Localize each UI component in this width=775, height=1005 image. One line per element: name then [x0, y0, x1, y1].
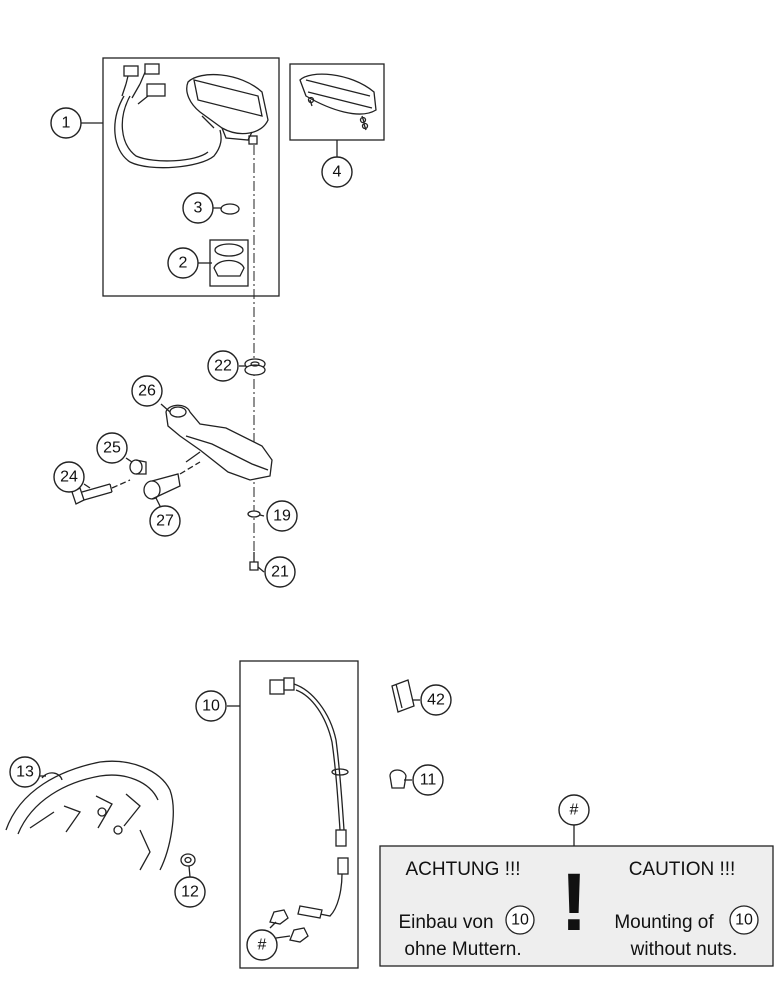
- callout-label: 19: [273, 508, 291, 525]
- callout-circle: [207, 350, 239, 382]
- part-42-drawing: [391, 679, 415, 713]
- callout-25: 25: [96, 432, 128, 464]
- callout-label: 4: [333, 164, 342, 181]
- callout-19: 19: [266, 500, 298, 532]
- warning-part-ref-en: 10: [735, 912, 753, 929]
- warning-line1-en: Mounting of: [614, 912, 714, 933]
- callout-22: 22: [207, 350, 239, 382]
- callout-label: #: [258, 937, 267, 954]
- nut-drawing: [269, 909, 309, 943]
- callout-24: 24: [53, 461, 85, 493]
- callout-circle: [9, 756, 41, 788]
- callout-circle: [321, 156, 353, 188]
- callout-circle: [149, 505, 181, 537]
- warning-title-en: CAUTION !!!: [629, 859, 736, 880]
- part-10-drawing: [269, 677, 349, 919]
- callout-label: 24: [60, 469, 78, 486]
- callout-label: 27: [156, 513, 174, 530]
- callout-27: 27: [149, 505, 181, 537]
- callout-2: 2: [167, 247, 199, 279]
- group-frame-speedometer: [102, 57, 280, 297]
- callout-11: 11: [412, 764, 444, 796]
- callout-label: 21: [271, 564, 289, 581]
- part-19-drawing: [247, 510, 261, 518]
- part-25-drawing: [129, 459, 147, 475]
- callout-label: 3: [194, 200, 203, 217]
- warning-line2-de: ohne Muttern.: [404, 939, 521, 960]
- part-2-drawing: [209, 239, 249, 287]
- callout-label: 42: [427, 692, 445, 709]
- callout-label: 2: [179, 255, 188, 272]
- part-21-drawing: [249, 552, 259, 571]
- callout-circle: [195, 690, 227, 722]
- callout-circle: [96, 432, 128, 464]
- callout-label: 13: [16, 764, 34, 781]
- callout-label: 12: [181, 884, 199, 901]
- callout-21: 21: [264, 556, 296, 588]
- callout-3: 3: [182, 192, 214, 224]
- callout-hash-bottom: #: [246, 929, 278, 961]
- callout-12: 12: [174, 876, 206, 908]
- callout-label: 25: [103, 440, 121, 457]
- part-12-drawing: [180, 853, 196, 867]
- part-22-drawing: [244, 358, 266, 376]
- part-27-drawing: [143, 461, 201, 500]
- part-4-drawing: [299, 73, 377, 131]
- callout-circle: [558, 794, 590, 826]
- callout-circle: [53, 461, 85, 493]
- callout-13: 13: [9, 756, 41, 788]
- callout-10: 10: [195, 690, 227, 722]
- callout-label: 1: [62, 115, 71, 132]
- warning-box: ACHTUNG !!! CAUTION !!! Einbau von ohne …: [379, 845, 774, 967]
- callout-circle: [412, 764, 444, 796]
- callout-label: 11: [420, 772, 437, 789]
- callout-hash-warning: #: [558, 794, 590, 826]
- callout-circle: [246, 929, 278, 961]
- callout-42: 42: [420, 684, 452, 716]
- warning-line2-en: without nuts.: [630, 939, 738, 960]
- callout-circle: [50, 107, 82, 139]
- callout-label: 10: [202, 698, 220, 715]
- callout-circle: [266, 500, 298, 532]
- callout-circle: [182, 192, 214, 224]
- exclamation-icon: !: [560, 857, 587, 948]
- part-11-drawing: [389, 769, 407, 789]
- warning-part-ref-de: 10: [511, 912, 529, 929]
- callout-circle: [131, 375, 163, 407]
- callout-label: #: [570, 802, 579, 819]
- callout-26: 26: [131, 375, 163, 407]
- callout-circle: [174, 876, 206, 908]
- part-26-drawing: [165, 404, 273, 481]
- callout-label: 22: [214, 358, 232, 375]
- callout-circle: [167, 247, 199, 279]
- part-3-drawing: [220, 203, 240, 215]
- group-frame-10: [239, 660, 359, 969]
- speedometer-drawing: [114, 63, 269, 169]
- callout-4: 4: [321, 156, 353, 188]
- callout-1: 1: [50, 107, 82, 139]
- brake-disc-drawing: [5, 760, 174, 871]
- callout-label: 26: [138, 383, 156, 400]
- warning-line1-de: Einbau von: [398, 912, 493, 933]
- callout-circle: [420, 684, 452, 716]
- leader-lines: [40, 122, 575, 939]
- callout-circle: [264, 556, 296, 588]
- warning-title-de: ACHTUNG !!!: [405, 859, 520, 880]
